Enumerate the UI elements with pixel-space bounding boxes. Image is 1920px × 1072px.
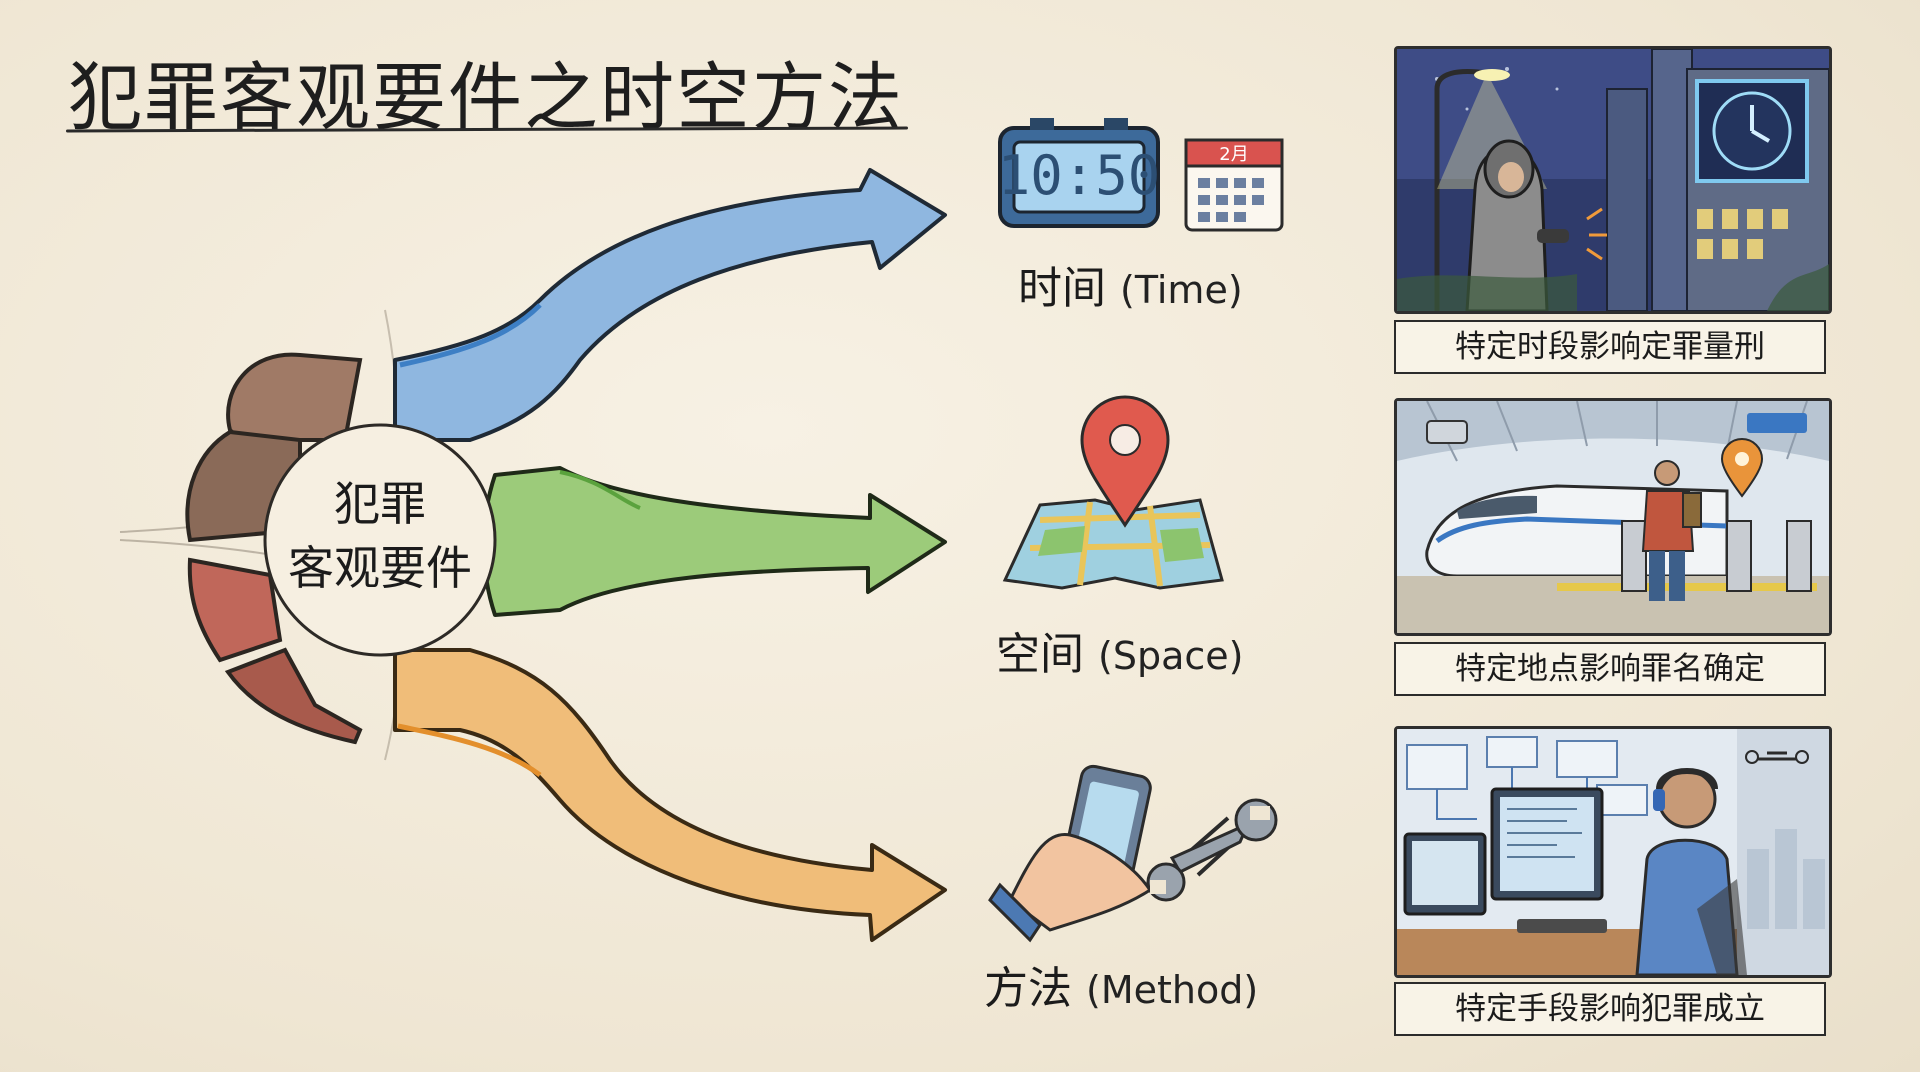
arrow-method bbox=[393, 648, 947, 942]
hub-segment-red bbox=[224, 647, 363, 745]
hub-label-line1: 犯罪 bbox=[334, 477, 426, 531]
calendar-month: 2月 bbox=[1219, 144, 1248, 165]
caption-space: 特定地点影响罪名确定 bbox=[1394, 642, 1826, 696]
calendar-icon bbox=[1184, 138, 1284, 232]
caption-time: 特定时段影响定罪量刑 bbox=[1394, 320, 1826, 374]
arrow-time bbox=[393, 168, 947, 442]
illustration-method bbox=[1394, 726, 1832, 978]
location-pin-icon bbox=[1080, 395, 1170, 528]
label-method-cn: 方法 bbox=[984, 963, 1072, 1014]
label-method: 方法 (Method) bbox=[984, 952, 1258, 1016]
arrow-method-accent bbox=[397, 723, 542, 778]
hand-icon bbox=[988, 832, 1153, 943]
illustration-space bbox=[1394, 398, 1832, 636]
label-time-en: (Time) bbox=[1120, 268, 1243, 312]
clock-icon bbox=[998, 118, 1160, 228]
label-space: 空间 (Space) bbox=[996, 618, 1243, 682]
map-icon bbox=[1002, 498, 1224, 590]
label-method-en: (Method) bbox=[1086, 968, 1259, 1012]
clock-readout: 10:50 bbox=[998, 144, 1161, 207]
label-time-cn: 时间 bbox=[1018, 263, 1106, 314]
hub-segment-red bbox=[187, 557, 283, 663]
wrench-icon bbox=[1146, 798, 1278, 902]
hub-circle bbox=[263, 423, 497, 657]
caption-method: 特定手段影响犯罪成立 bbox=[1394, 982, 1826, 1036]
illustration-time bbox=[1394, 46, 1832, 314]
arrow-space-accent bbox=[559, 470, 641, 510]
arrow-time-accent bbox=[399, 303, 542, 368]
label-time: 时间 (Time) bbox=[1018, 252, 1243, 316]
label-space-cn: 空间 bbox=[996, 629, 1084, 680]
label-space-en: (Space) bbox=[1098, 634, 1244, 678]
hub-label-line2: 客观要件 bbox=[288, 541, 472, 595]
